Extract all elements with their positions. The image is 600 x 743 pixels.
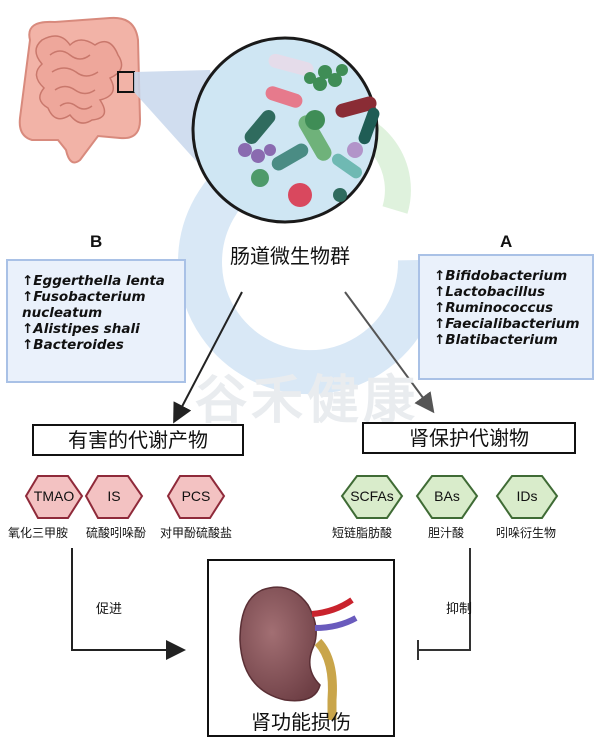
inhibit-label: 抑制	[446, 602, 473, 617]
microbiota-circle	[191, 36, 380, 224]
group-a-item: ↑Ruminococcus	[434, 300, 554, 316]
group-a-label: A	[500, 232, 513, 251]
promote-label: 促进	[96, 602, 123, 617]
metabolite-name: 短链脂肪酸	[332, 526, 393, 540]
metabolite-scfas: SCFAs	[350, 488, 394, 504]
harmful-pentagons	[24, 475, 226, 519]
protective-hexagons	[340, 475, 559, 519]
microbiota-label: 肠道微生物群	[230, 244, 350, 268]
metabolite-tmao: TMAO	[33, 488, 75, 504]
metabolite-name: 对甲酚硫酸盐	[160, 526, 233, 540]
group-a-box: ↑Bifidobacterium ↑Lactobacillus ↑Ruminoc…	[418, 254, 594, 380]
group-a-item: ↑Blatibacterium	[434, 332, 558, 348]
protective-metabolites-title: 肾保护代谢物	[362, 422, 576, 454]
group-b-item: ↑Fusobacterium	[22, 289, 146, 305]
group-b-item: ↑Bacteroides	[22, 337, 124, 353]
group-a-item: ↑Bifidobacterium	[434, 268, 568, 284]
metabolite-bas: BAs	[434, 488, 460, 504]
group-a-item: ↑Lactobacillus	[434, 284, 546, 300]
intestine-illustration	[18, 16, 142, 164]
watermark-text: 谷禾健康	[195, 371, 420, 431]
group-b-item: nucleatum	[22, 305, 103, 321]
metabolite-is: IS	[107, 488, 121, 504]
group-a-item: ↑Faecialibacterium	[434, 316, 580, 332]
group-b-box: ↑Eggerthella lenta ↑Fusobacterium nuclea…	[6, 259, 186, 383]
group-b-item: ↑Eggerthella lenta	[22, 273, 165, 289]
metabolite-name: 氧化三甲胺	[8, 526, 69, 540]
metabolite-ids: IDs	[516, 488, 538, 504]
metabolite-name: 吲哚衍生物	[496, 526, 557, 540]
group-b-item: ↑Alistipes shali	[22, 321, 140, 337]
metabolite-pcs: PCS	[181, 488, 211, 504]
kidney-damage-label: 肾功能损伤	[251, 710, 351, 734]
group-b-label: B	[90, 232, 103, 251]
kidney-illustration	[239, 586, 358, 720]
harmful-metabolites-title: 有害的代谢产物	[32, 424, 244, 456]
metabolite-name: 硫酸吲哚酚	[86, 526, 147, 540]
metabolite-name: 胆汁酸	[428, 526, 465, 540]
